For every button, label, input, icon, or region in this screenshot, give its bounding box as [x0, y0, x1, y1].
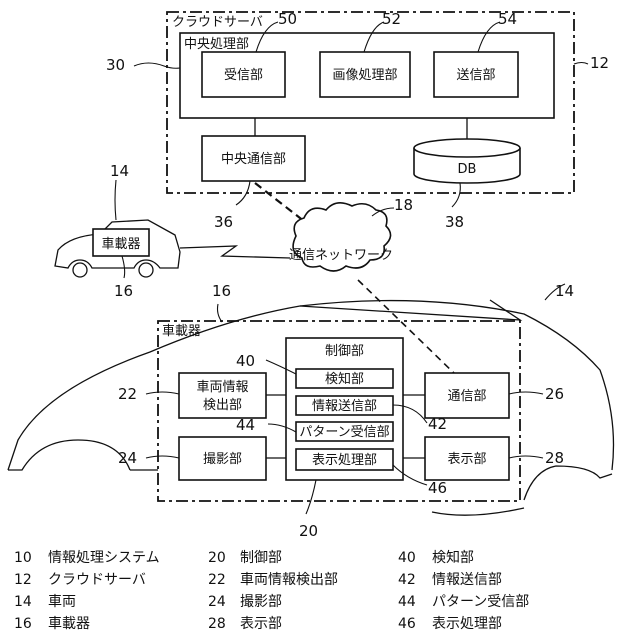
small-device-ref: 16: [114, 282, 133, 300]
camera-label: 撮影部: [203, 451, 242, 467]
wireless-link: [180, 246, 290, 258]
receiver-label: 受信部: [224, 68, 263, 83]
central-comm-label: 中央通信部: [221, 152, 286, 167]
display-label: 表示部: [447, 452, 486, 467]
legend-num: 40: [398, 550, 416, 566]
legend-num: 42: [398, 572, 416, 588]
small-vehicle-ref: 14: [110, 162, 129, 180]
small-vehicle-leader: [115, 180, 116, 220]
controller-leader: [306, 480, 316, 514]
legend-label: パターン受信部: [432, 594, 529, 610]
controller-label: 制御部: [325, 344, 364, 359]
small-device-label: 車載器: [101, 237, 140, 252]
legend-label: クラウドサーバ: [48, 572, 146, 588]
transmitter-label: 送信部: [456, 68, 495, 83]
database-leader: [452, 183, 460, 207]
legend-num: 10: [14, 550, 32, 566]
camera-leader: [146, 456, 179, 458]
small-device-leader: [122, 256, 125, 278]
comm-ref: 26: [545, 385, 564, 403]
display-proc-label: 表示処理部: [312, 453, 377, 468]
display-ref: 28: [545, 449, 564, 467]
legend-num: 24: [208, 594, 226, 610]
legend-label: 表示部: [240, 616, 282, 632]
legend-label: 車載器: [48, 615, 90, 632]
controller-ref: 20: [299, 522, 318, 540]
legend-label: 表示処理部: [432, 616, 502, 632]
legend-label: 車両: [48, 593, 76, 610]
central-comm-ref: 36: [214, 213, 233, 231]
legend-num: 20: [208, 550, 226, 566]
image-processor-ref: 52: [382, 10, 401, 28]
legend-label: 車両情報検出部: [240, 571, 338, 588]
info-tx-label: 情報送信部: [312, 399, 377, 414]
legend-num: 12: [14, 572, 32, 588]
detector-label: 検知部: [325, 371, 364, 387]
cloud-server-leader: [574, 63, 588, 65]
legend-num: 14: [14, 594, 32, 610]
legend-num: 16: [14, 616, 32, 632]
legend-label: 検知部: [432, 549, 474, 566]
vehicle-info-leader: [146, 392, 179, 394]
in-vehicle-device-title: 車載器: [162, 324, 201, 339]
in-vehicle-device-ref: 16: [212, 282, 231, 300]
legend-label: 制御部: [240, 550, 282, 566]
legend-label: 撮影部: [240, 593, 282, 610]
comm-leader: [509, 392, 543, 394]
detector-ref: 40: [236, 352, 255, 370]
transmitter-ref: 54: [498, 10, 517, 28]
image-processor-label: 画像処理部: [332, 68, 397, 83]
vehicle-info-label-line2: 検出部: [203, 398, 242, 413]
database-ref: 38: [445, 213, 464, 231]
camera-ref: 24: [118, 449, 137, 467]
legend-num: 28: [208, 616, 226, 632]
legend-label: 情報処理システム: [48, 550, 160, 566]
cloud-server-ref: 12: [590, 54, 609, 72]
comm-label: 通信部: [447, 389, 486, 404]
vehicle-info-label-line1: 車両情報: [196, 380, 248, 395]
pattern-rx-label: パターン受信部: [299, 425, 389, 440]
central-processing-leader: [134, 63, 180, 68]
display-proc-ref: 46: [428, 479, 447, 497]
legend-label: 情報送信部: [432, 572, 502, 588]
cloud-server-title: クラウドサーバ: [172, 15, 263, 30]
legend-num: 22: [208, 572, 226, 588]
central-processing-title: 中央処理部: [184, 37, 249, 52]
vehicle-info-ref: 22: [118, 385, 137, 403]
in-vehicle-device-leader: [218, 304, 223, 322]
legend-num: 46: [398, 616, 416, 632]
display-leader: [509, 456, 543, 458]
legend-num: 44: [398, 594, 416, 610]
network-label: 通信ネットワーク: [289, 248, 393, 263]
database-label: DB: [458, 162, 477, 177]
network-ref: 18: [394, 196, 413, 214]
receiver-ref: 50: [278, 10, 297, 28]
legend: 10 情報処理システム 12 クラウドサーバ 14 車両 16 車載器 20 制…: [14, 549, 529, 632]
central-processing-ref: 30: [106, 56, 125, 74]
large-vehicle-ref: 14: [555, 282, 574, 300]
